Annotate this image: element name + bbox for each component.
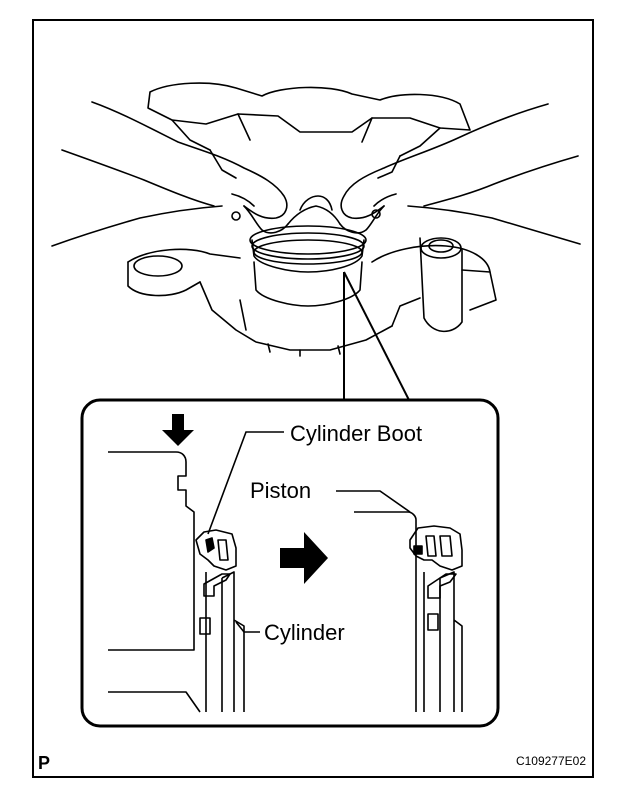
label-cylinder: Cylinder	[264, 620, 345, 645]
callout-lines	[343, 271, 411, 403]
piston-right	[354, 511, 417, 712]
arrow-down-icon	[162, 414, 194, 446]
piston-left	[108, 451, 195, 651]
boot-left	[195, 529, 237, 571]
cylinder-right	[423, 571, 463, 712]
corner-mark: P	[38, 753, 50, 773]
outer-frame	[32, 19, 594, 778]
caliper-hands-drawing	[51, 82, 581, 357]
leader-lines	[207, 431, 411, 633]
label-piston: Piston	[250, 478, 311, 503]
section-before	[108, 451, 245, 713]
section-after	[354, 511, 463, 712]
cylinder-left	[205, 571, 245, 712]
figure-code: C109277E02	[516, 754, 586, 768]
arrow-right-icon	[280, 532, 328, 584]
boot-right	[409, 525, 463, 571]
label-cylinder-boot: Cylinder Boot	[290, 421, 422, 446]
